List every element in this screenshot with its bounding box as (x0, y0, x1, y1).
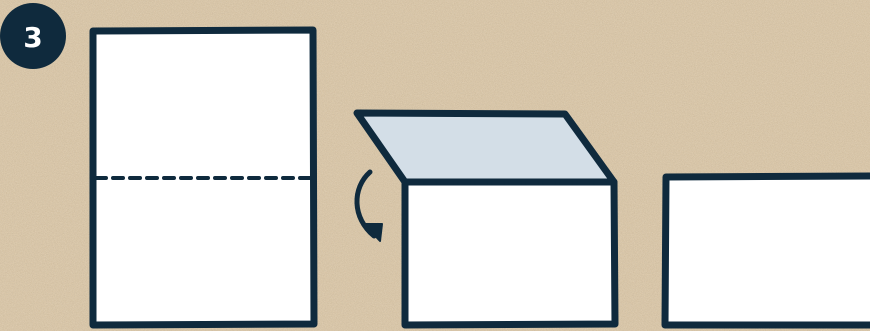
paper-folded (665, 176, 870, 325)
step-number: 3 (23, 21, 42, 54)
paper-folding-flap (357, 113, 614, 182)
paper-folded-sheet (665, 176, 870, 325)
paper-folding-lower-half (405, 182, 615, 325)
step-badge: 3 (0, 3, 66, 69)
paper-unfolded (93, 30, 314, 325)
